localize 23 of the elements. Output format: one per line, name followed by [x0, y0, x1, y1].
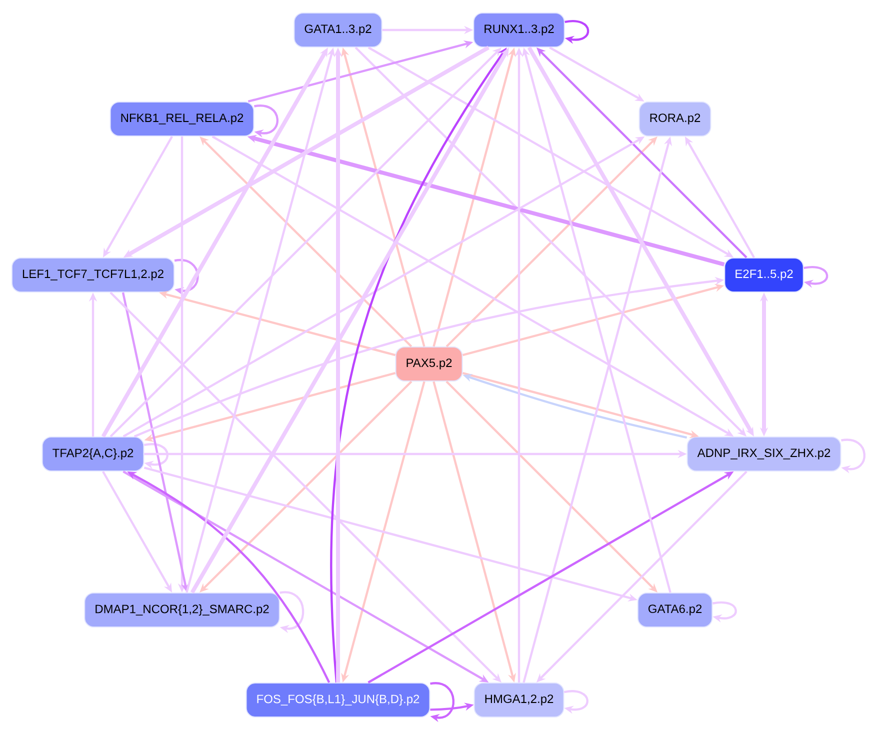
arrow — [254, 104, 278, 138]
arrow — [841, 438, 866, 474]
arrow — [174, 259, 199, 296]
arrow — [144, 443, 168, 469]
node-box: FOS_FOS{B,L1}_JUN{B,D}.p2 — [246, 682, 430, 718]
node-box: RUNX1..3.p2 — [473, 12, 565, 48]
arrow — [712, 601, 737, 622]
node-box: PAX5.p2 — [395, 346, 463, 382]
arrow — [430, 682, 454, 722]
node-box: HMGA1,2.p2 — [474, 682, 564, 718]
node-box: E2F1..5.p2 — [724, 258, 804, 292]
node-box: LEF1_TCF7_TCF7L1,2.p2 — [11, 258, 175, 292]
node-box: ADNP_IRX_SIX_ZHX.p2 — [686, 436, 842, 472]
node-box: GATA1..3.p2 — [294, 12, 382, 48]
node-box: DMAP1_NCOR{1,2}_SMARC.p2 — [84, 592, 280, 628]
node-box: RORA.p2 — [638, 102, 712, 136]
node-box: NFKB1_REL_RELA.p2 — [110, 102, 254, 136]
arrow — [564, 690, 588, 714]
arrow — [280, 591, 304, 634]
arrow — [564, 20, 590, 44]
node-box: GATA6.p2 — [637, 592, 713, 628]
arrow — [804, 266, 828, 288]
node-box: TFAP2{A,C}.p2 — [42, 436, 144, 472]
